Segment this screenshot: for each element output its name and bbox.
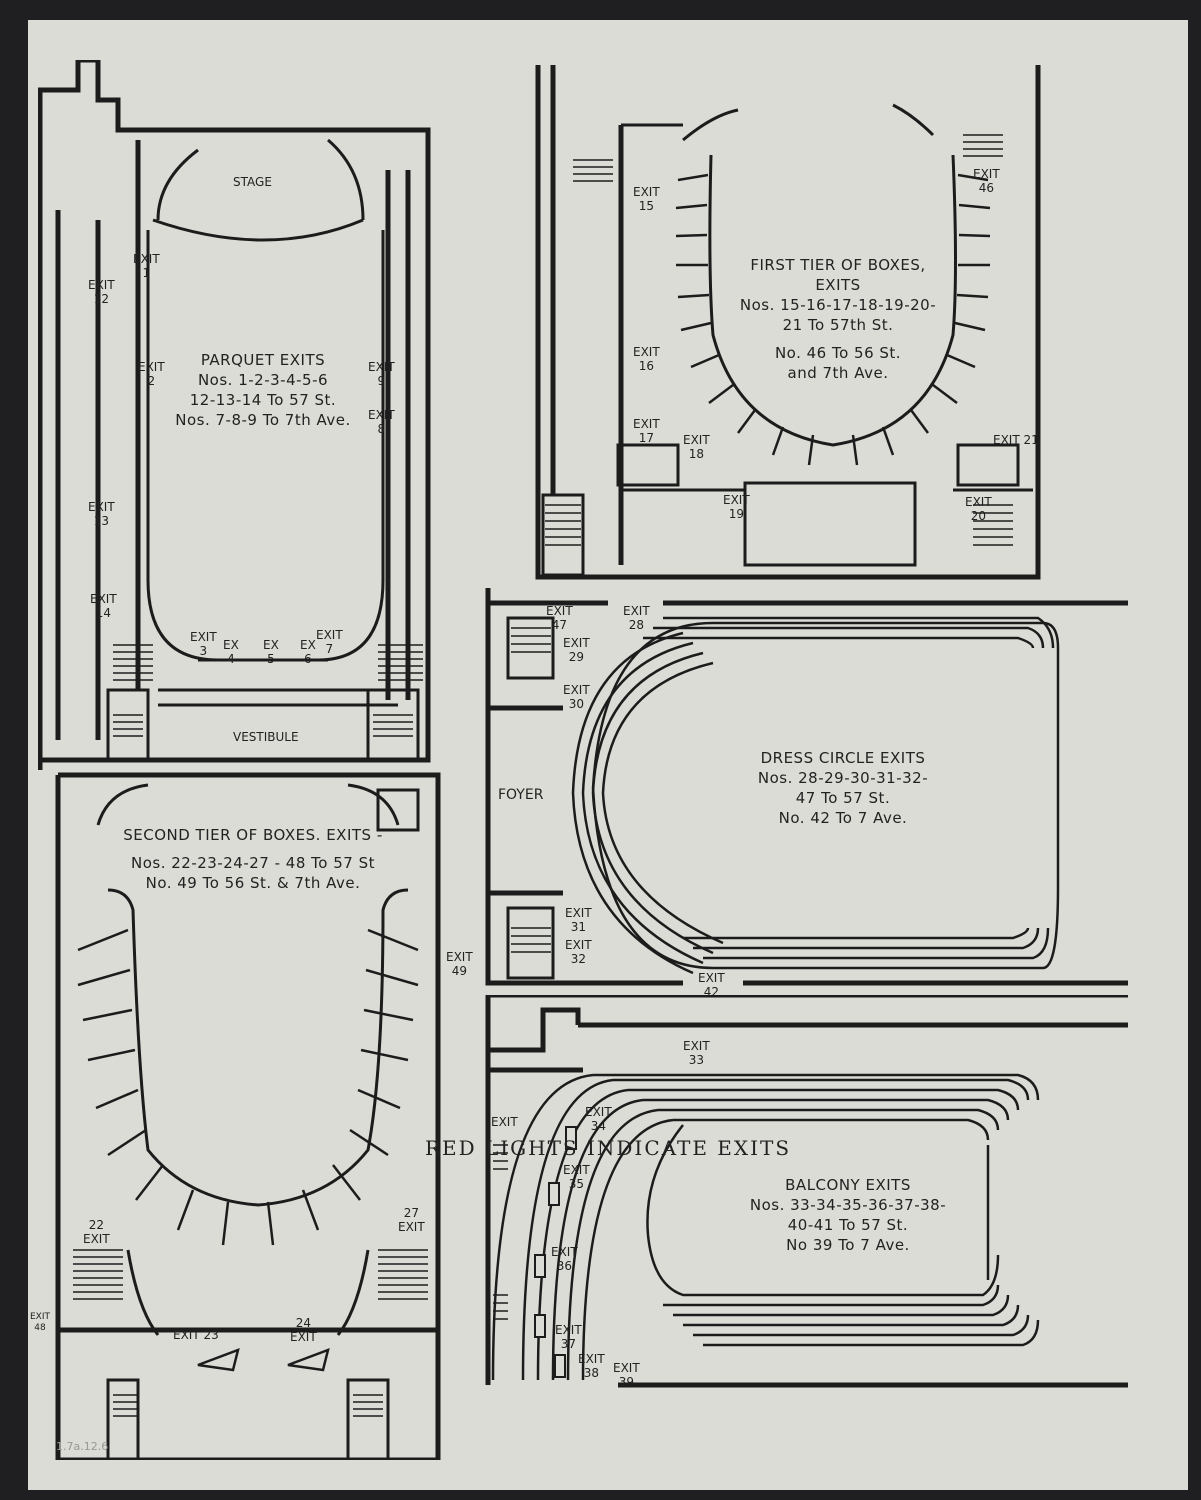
pencil-note: 1.7a.12.6 <box>56 1440 109 1453</box>
first-tier-title: FIRST TIER OF BOXES, EXITS <box>750 256 926 294</box>
second-tier-line-1: Nos. 22-23-24-27 - 48 To 57 St <box>131 854 375 872</box>
parquet-exits-line-1: Nos. 1-2-3-4-5-6 <box>197 371 329 389</box>
footer-caption: RED LIGHTS INDICATE EXITS <box>424 1136 792 1160</box>
exit-21-label: EXIT 21 <box>993 433 1039 447</box>
parquet-floorplan-drawing <box>38 60 431 770</box>
dress-circle-line-3: No. 42 To 7 Ave. <box>778 809 908 827</box>
exit-23-label: EXIT 23 <box>173 1328 219 1342</box>
dress-circle-line-2: 47 To 57 St. <box>795 789 891 807</box>
dress-circle-note: DRESS CIRCLE EXITS Nos. 28-29-30-31-32- … <box>733 748 953 828</box>
second-tier-title: SECOND TIER OF BOXES. EXITS - <box>123 826 383 844</box>
parquet-exits-note: PARQUET EXITS Nos. 1-2-3-4-5-6 12-13-14 … <box>163 350 363 430</box>
second-tier-line-2: No. 49 To 56 St. & 7th Ave. <box>145 874 361 892</box>
foyer-label: FOYER <box>498 787 544 803</box>
first-tier-note: FIRST TIER OF BOXES, EXITS Nos. 15-16-17… <box>728 255 948 383</box>
stage-label: STAGE <box>233 175 272 189</box>
balcony-line-3: No 39 To 7 Ave. <box>786 1236 910 1254</box>
first-tier-line-4: and 7th Ave. <box>787 364 889 382</box>
balcony-note: BALCONY EXITS Nos. 33-34-35-36-37-38- 40… <box>733 1175 963 1255</box>
first-tier-line-3: No. 46 To 56 St. <box>774 344 902 362</box>
second-tier-floorplan-drawing <box>55 772 441 1460</box>
first-tier-line-2: 21 To 57th St. <box>782 316 894 334</box>
first-tier-line-1: Nos. 15-16-17-18-19-20- <box>739 296 937 314</box>
parquet-exits-line-3: Nos. 7-8-9 To 7th Ave. <box>175 411 351 429</box>
vestibule-label: VESTIBULE <box>233 730 299 744</box>
balcony-line-1: Nos. 33-34-35-36-37-38- <box>749 1196 947 1214</box>
second-tier-note: SECOND TIER OF BOXES. EXITS - Nos. 22-23… <box>118 825 388 893</box>
exit-balcony-left-label: EXIT <box>491 1115 518 1129</box>
dress-circle-floorplan-drawing <box>485 588 1128 986</box>
parquet-exits-line-2: 12-13-14 To 57 St. <box>189 391 337 409</box>
balcony-floorplan-drawing <box>485 995 1128 1388</box>
dress-circle-line-1: Nos. 28-29-30-31-32- <box>757 769 929 787</box>
dress-circle-title: DRESS CIRCLE EXITS <box>760 749 926 767</box>
parquet-exits-title: PARQUET EXITS <box>200 351 326 369</box>
first-tier-floorplan-drawing <box>535 65 1041 580</box>
balcony-line-2: 40-41 To 57 St. <box>787 1216 909 1234</box>
balcony-title: BALCONY EXITS <box>785 1176 911 1194</box>
